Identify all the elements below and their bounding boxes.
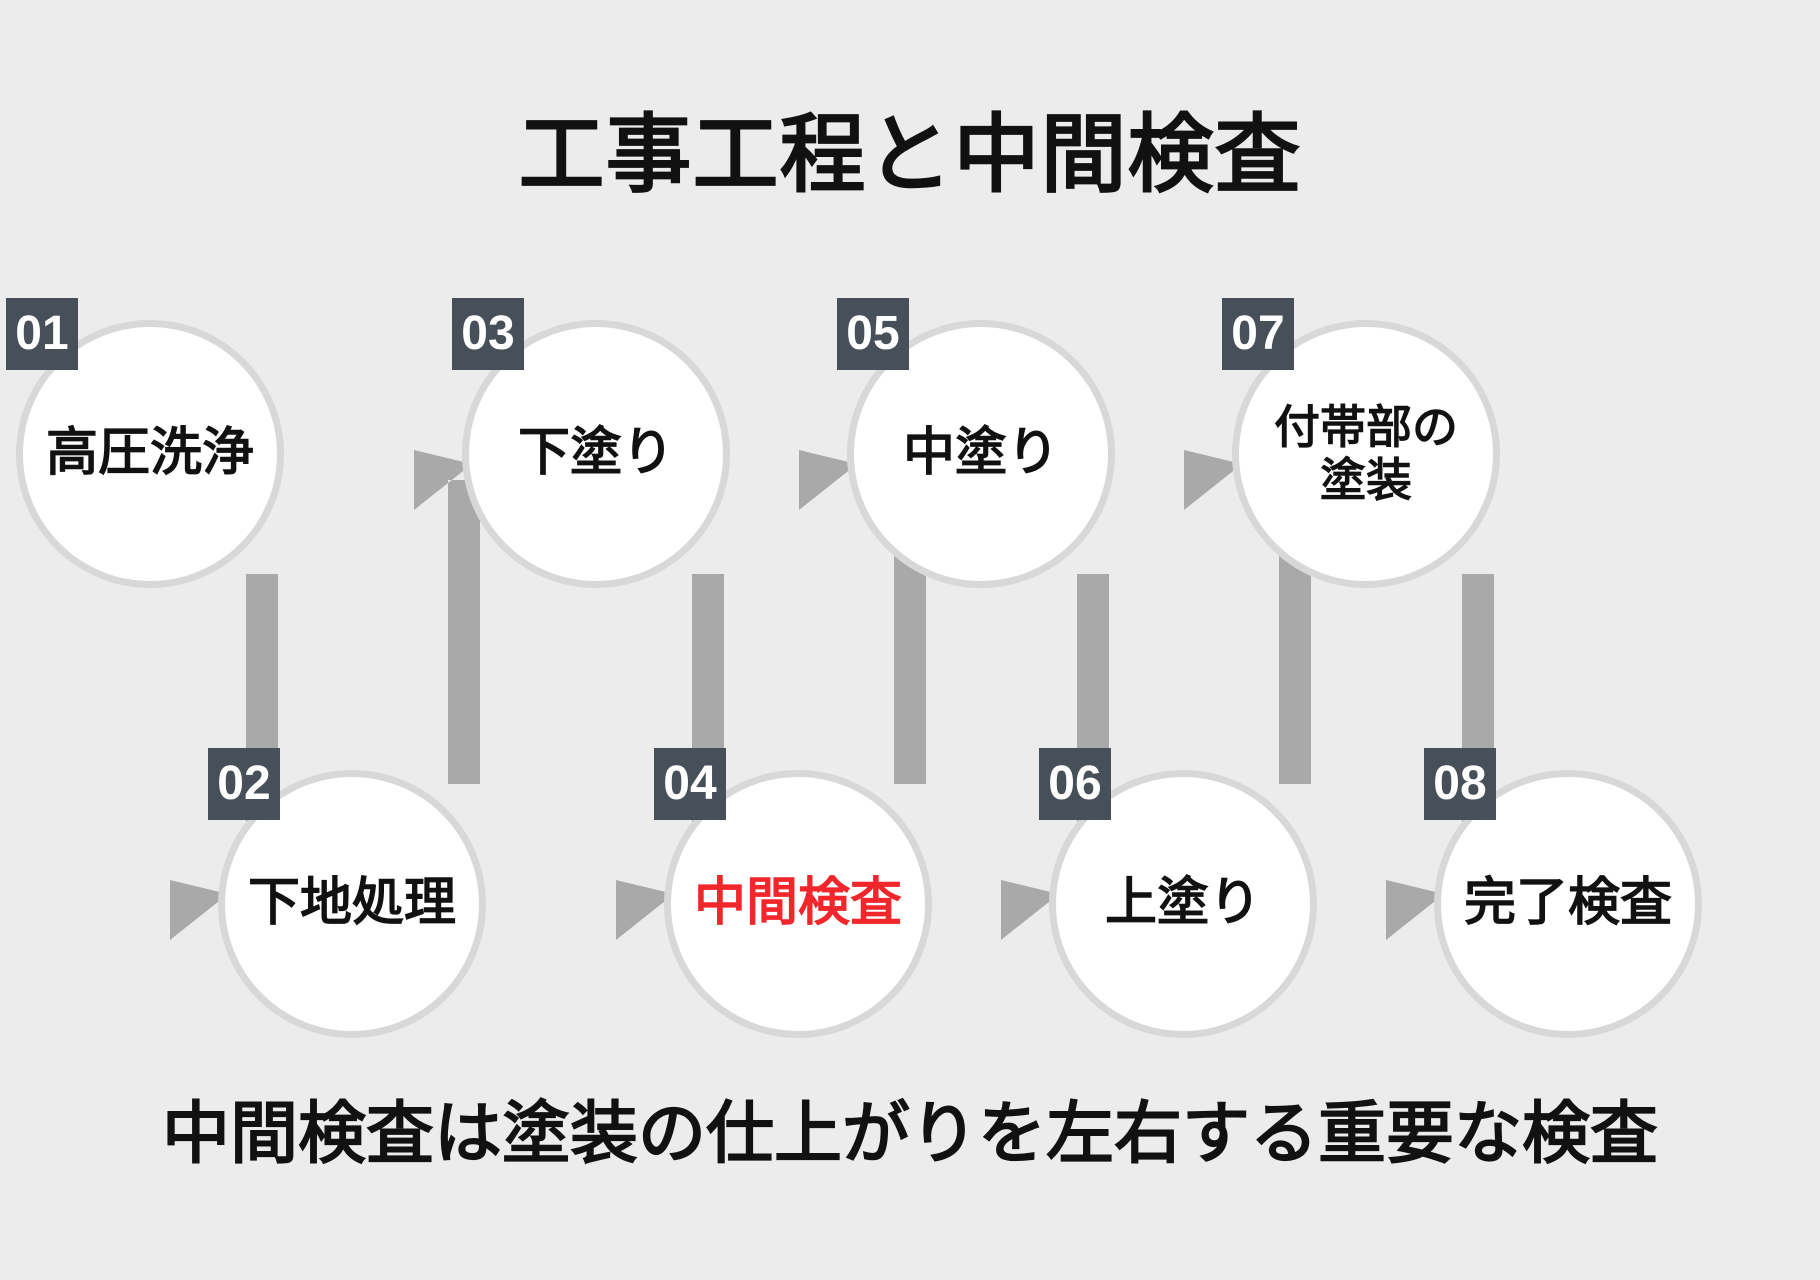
step-node-07[interactable]: 07 付帯部の 塗装 [1222,298,1500,588]
step-label-08: 完了検査 [1434,770,1702,1038]
step-label-07-line2: 塗装 [1320,454,1412,506]
step-label-05: 中塗り [847,320,1115,588]
step-badge-02: 02 [208,748,280,820]
step-node-06[interactable]: 06 上塗り [1039,748,1317,1038]
step-label-04: 中間検査 [664,770,932,1038]
step-node-08[interactable]: 08 完了検査 [1424,748,1702,1038]
page-title: 工事工程と中間検査 [518,107,1302,203]
step-label-01-line1: 高圧洗浄 [45,424,254,483]
step-node-02[interactable]: 02 下地処理 [208,748,486,1038]
step-label-07-line1: 付帯部の [1274,401,1458,454]
step-label-06-line1: 上塗り [1104,874,1261,933]
step-badge-08: 08 [1424,748,1496,820]
step-label-02: 下地処理 [218,770,486,1038]
step-node-04[interactable]: 04 中間検査 [654,748,932,1038]
step-circle-05 [847,320,1115,588]
step-badge-03: 03 [452,298,524,370]
step-badge-05: 05 [837,298,909,370]
step-badge-01: 01 [6,298,78,370]
step-node-01[interactable]: 01 高圧洗浄 [6,298,284,588]
step-badge-06: 06 [1039,748,1111,820]
step-circle-06 [1049,770,1317,1038]
step-label-02-line1: 下地処理 [247,874,456,933]
step-circle-07 [1232,320,1500,588]
step-label-03-line1: 下塗り [517,424,674,483]
step-label-04-line1: 中間検査 [693,874,902,933]
step-label-01: 高圧洗浄 [16,320,284,588]
step-badge-04: 04 [654,748,726,820]
step-badge-07: 07 [1222,298,1294,370]
step-label-05-line1: 中塗り [902,424,1059,483]
step-label-03: 下塗り [462,320,730,588]
step-label-08-line1: 完了検査 [1463,874,1672,933]
step-node-05[interactable]: 05 中塗り [837,298,1115,588]
step-label-07: 付帯部の 塗装 [1232,320,1500,588]
step-label-06: 上塗り [1049,770,1317,1038]
step-node-03[interactable]: 03 下塗り [452,298,730,588]
footer-caption: 中間検査は塗装の仕上がりを左右する重要な検査 [161,1096,1658,1172]
